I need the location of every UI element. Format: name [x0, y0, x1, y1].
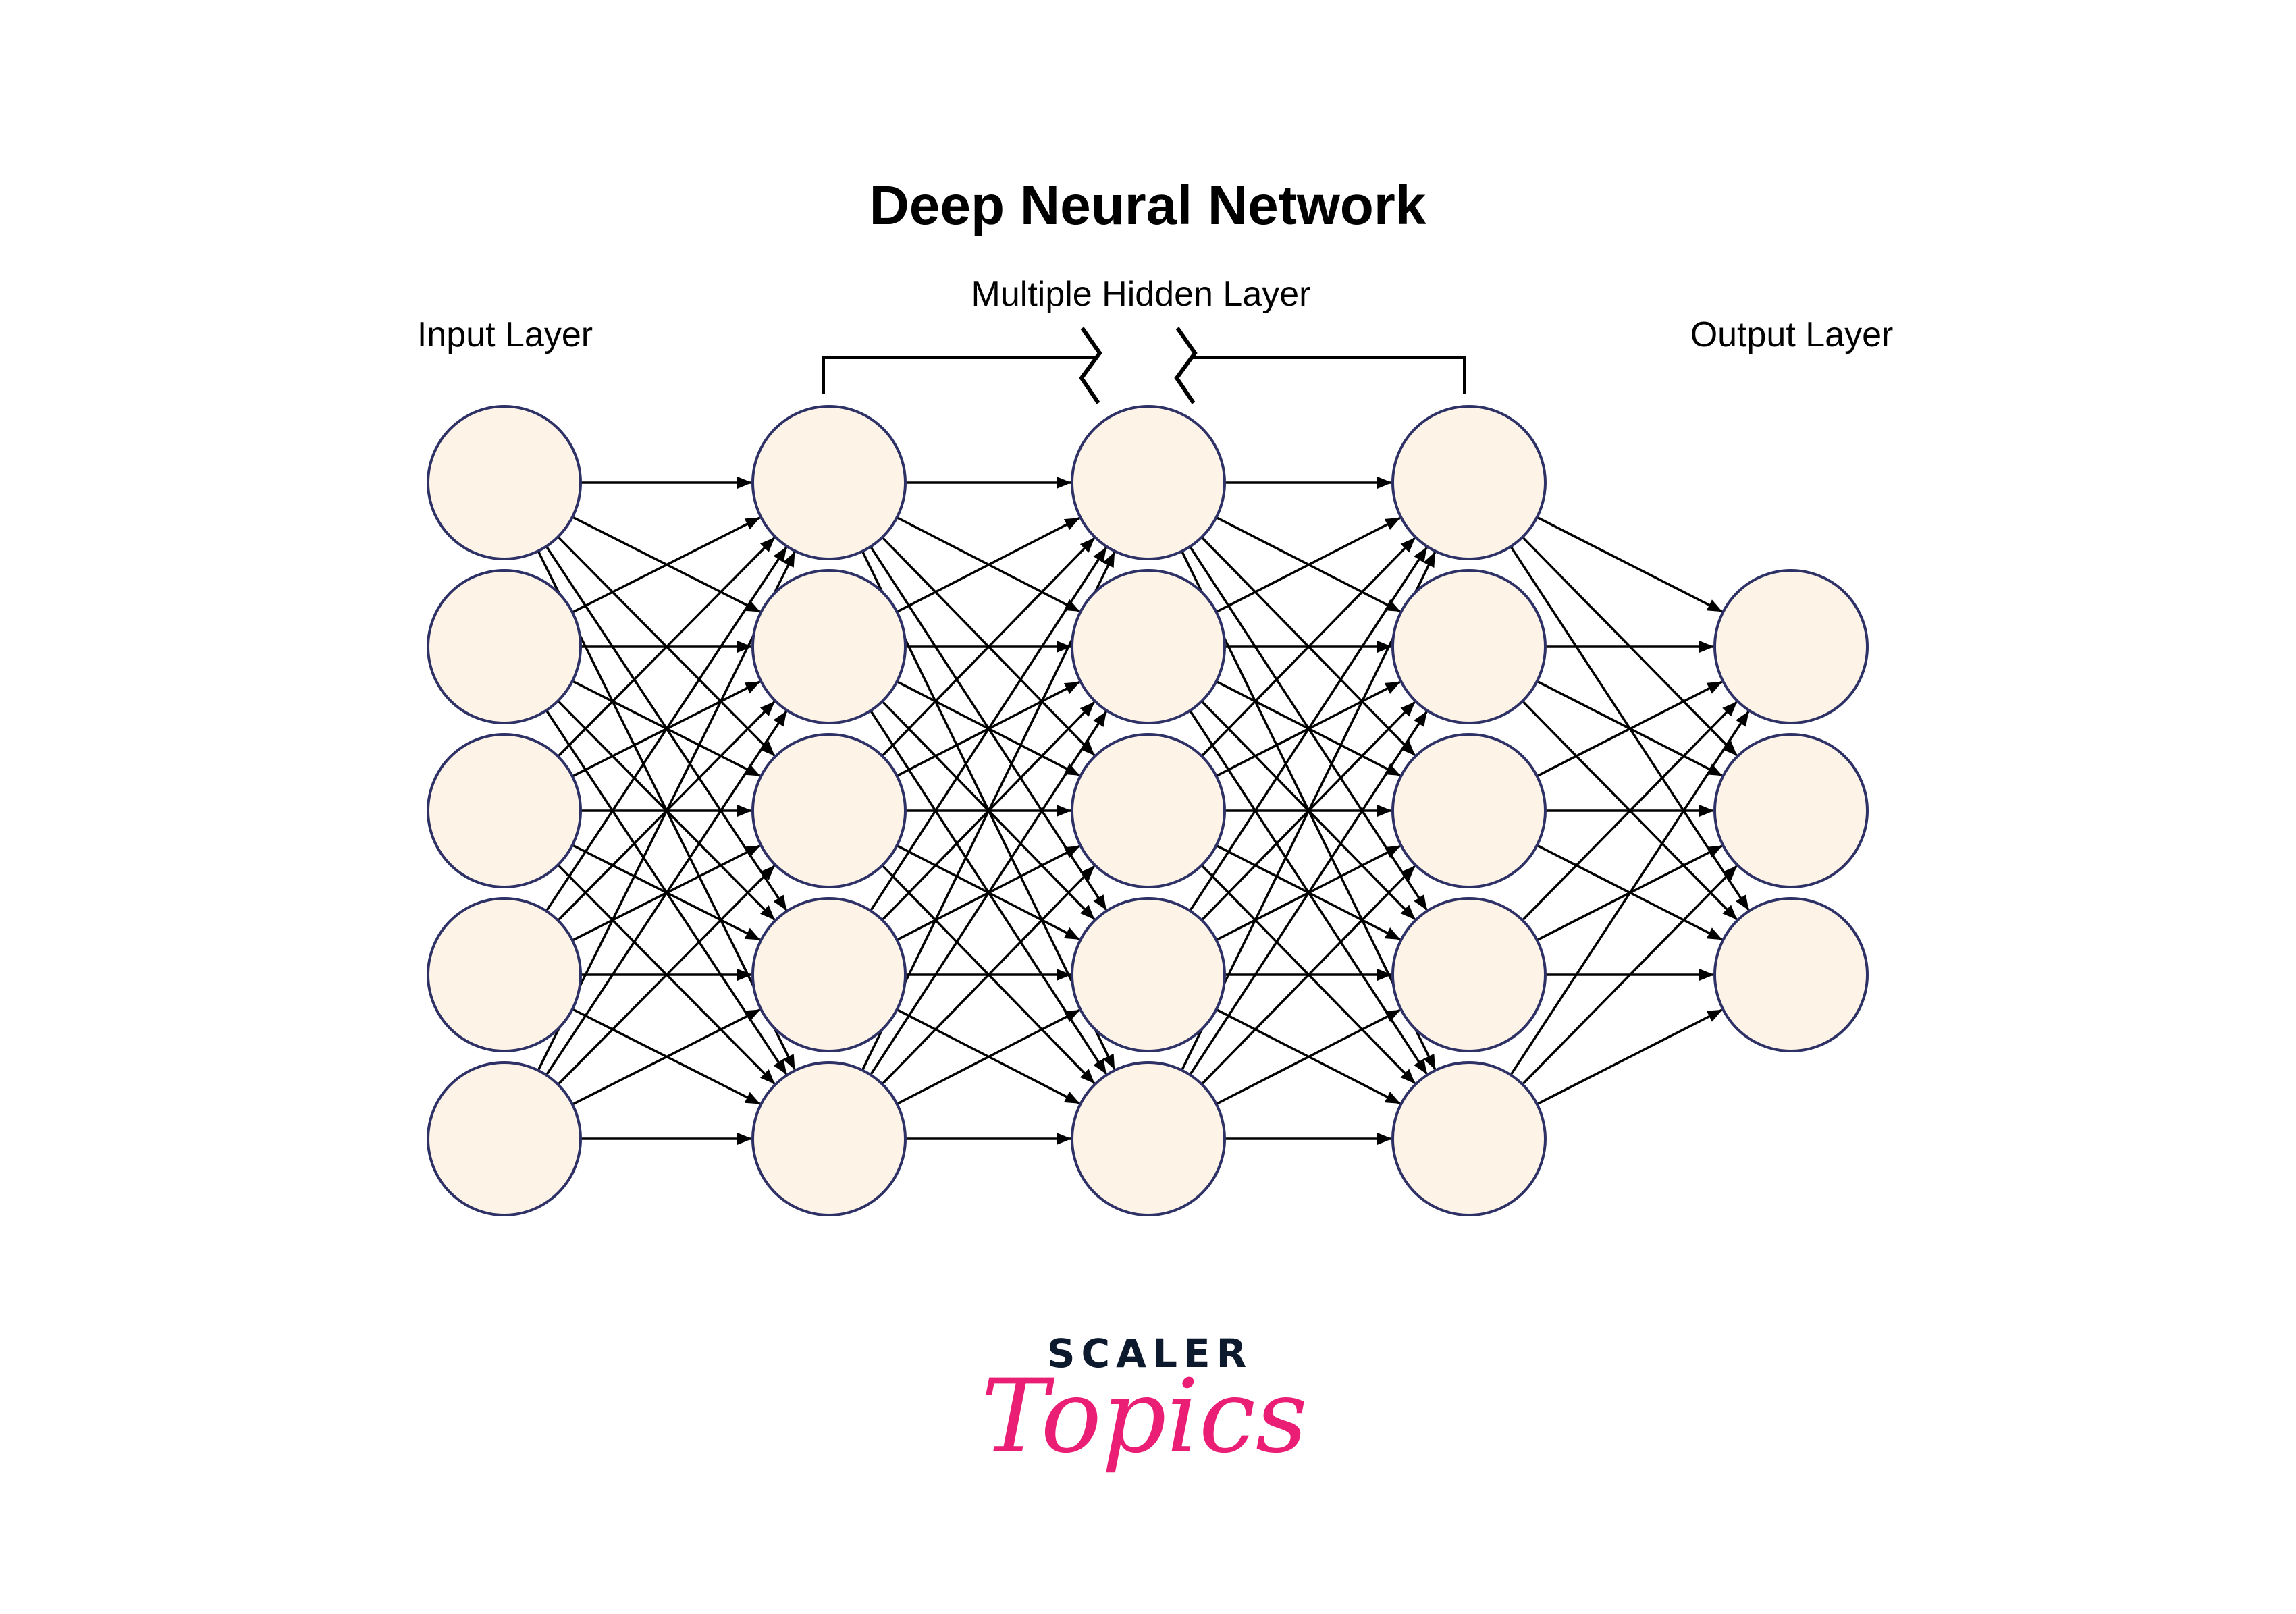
neuron-hidden-3-5	[1391, 1061, 1547, 1216]
neuron-hidden-1-4	[751, 897, 907, 1052]
neuron-hidden-3-2	[1391, 569, 1547, 724]
neuron-hidden-1-1	[751, 405, 907, 560]
edge-l0n4-l1n1	[545, 711, 788, 1075]
input-layer-label: Input Layer	[417, 315, 593, 354]
hidden-layer-label: Multiple Hidden Layer	[971, 275, 1311, 314]
edge-l0n3-l1n0	[545, 547, 788, 911]
neuron-input-5	[427, 1061, 582, 1216]
neuron-hidden-3-1	[1391, 405, 1547, 560]
edge-l1n4-l2n3	[897, 1009, 1080, 1105]
neuron-hidden-1-5	[751, 1061, 907, 1216]
edge-l3n3-l4n0	[1522, 701, 1738, 921]
edge-l3n4-l4n2	[1537, 1008, 1723, 1105]
edge-l1n4-l2n1	[870, 711, 1107, 1075]
logo-scaler-text: SCALER	[1047, 1330, 1252, 1376]
neuron-hidden-3-3	[1391, 733, 1547, 888]
neuron-input-3	[427, 733, 582, 888]
neuron-hidden-2-3	[1071, 733, 1226, 888]
edge-l0n4-l1n2	[557, 865, 776, 1085]
neuron-output-2	[1713, 733, 1869, 888]
edge-l2n4-l3n3	[1216, 1008, 1401, 1105]
edge-l1n2-l2n0	[882, 537, 1096, 757]
neuron-hidden-2-1	[1071, 405, 1226, 560]
neuron-input-1	[427, 405, 582, 560]
scaler-topics-logo: SCALER Topics	[981, 1330, 1308, 1476]
neuron-hidden-3-4	[1391, 897, 1547, 1052]
edge-l2n1-l3n0	[1216, 516, 1401, 613]
neuron-hidden-2-5	[1071, 1061, 1226, 1216]
edge-l0n2-l1n0	[557, 537, 776, 757]
edge-l2n4-l3n2	[1201, 865, 1416, 1085]
edge-l3n2-l4n0	[1537, 680, 1723, 777]
edge-l2n4-l3n1	[1189, 711, 1428, 1075]
neurons	[427, 405, 1869, 1216]
neuron-output-3	[1713, 897, 1869, 1052]
logo-topics-text: Topics	[981, 1358, 1308, 1476]
edge-l1n3-l2n0	[870, 547, 1107, 911]
edge-l3n4-l4n0	[1510, 711, 1750, 1075]
break-mark-right	[1174, 327, 1198, 404]
diagram-title: Deep Neural Network	[870, 175, 1426, 236]
neuron-hidden-2-2	[1071, 569, 1226, 724]
edge-l2n2-l3n0	[1201, 537, 1416, 757]
neuron-output-1	[1713, 569, 1869, 724]
neuron-hidden-1-2	[751, 569, 907, 724]
edge-l3n0-l4n0	[1537, 516, 1723, 613]
hidden-layer-bracket	[822, 327, 1466, 404]
bracket-left-segment	[822, 356, 1095, 394]
neuron-input-4	[427, 897, 582, 1052]
neuron-hidden-2-4	[1071, 897, 1226, 1052]
edge-l3n4-l4n1	[1522, 865, 1738, 1085]
neuron-hidden-1-3	[751, 733, 907, 888]
bracket-right-segment	[1192, 356, 1466, 394]
output-layer-label: Output Layer	[1690, 315, 1894, 354]
edge-l0n1-l1n0	[572, 516, 761, 614]
edge-l0n4-l1n3	[572, 1008, 761, 1106]
break-mark-left	[1079, 327, 1102, 404]
edge-l2n3-l3n0	[1189, 547, 1428, 911]
edge-l1n4-l2n2	[882, 865, 1096, 1085]
edge-l1n1-l2n0	[897, 517, 1080, 613]
neuron-input-2	[427, 569, 582, 724]
